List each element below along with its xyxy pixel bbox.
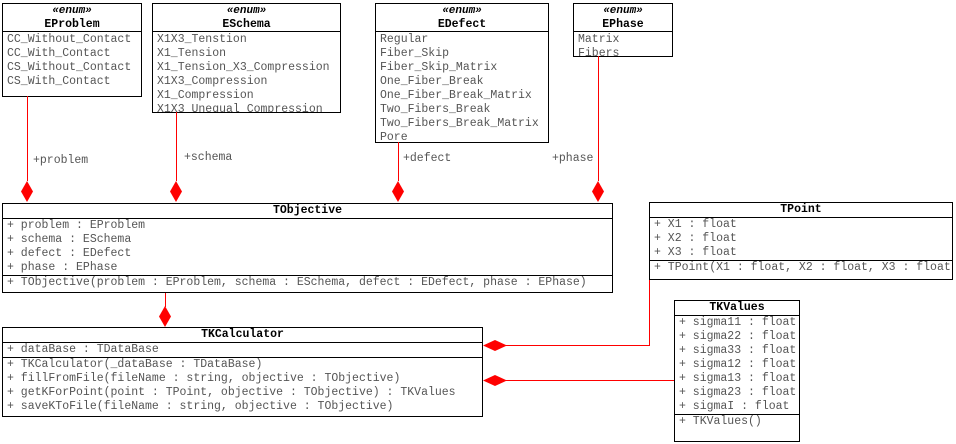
class-box-edefect[interactable]: «enum» EDefect Regular Fiber_Skip Fiber_… <box>375 3 549 143</box>
enum-literal: X1_Tension_X3_Compression <box>157 61 330 74</box>
connector-line-tkvalues-tkcalculator <box>506 380 674 381</box>
attribute-row: + sigma11 : float <box>679 316 797 329</box>
attributes-compartment: + sigma11 : float + sigma22 : float + si… <box>675 316 799 414</box>
attributes-compartment: Regular Fiber_Skip Fiber_Skip_Matrix One… <box>376 32 548 143</box>
enum-stereotype: «enum» <box>603 5 643 17</box>
attribute-row: + X2 : float <box>654 232 737 245</box>
attributes-compartment: Matrix Fibers <box>574 32 672 57</box>
enum-literal: One_Fiber_Break <box>380 75 484 88</box>
attributes-compartment: + problem : EProblem + schema : ESchema … <box>3 219 612 275</box>
method-row: + TObjective(problem : EProblem, schema … <box>7 276 587 289</box>
attribute-row: + sigma33 : float <box>679 344 797 357</box>
class-name: EPhase <box>602 18 644 31</box>
class-name: EDefect <box>437 18 487 31</box>
attribute-row: + dataBase : TDataBase <box>7 343 159 356</box>
class-box-ephase[interactable]: «enum» EPhase Matrix Fibers <box>573 3 673 57</box>
attribute-row: + X1 : float <box>654 218 737 231</box>
enum-literal: X1X3_Compression <box>157 75 268 88</box>
attribute-row: + X3 : float <box>654 246 737 259</box>
attributes-compartment: + X1 : float + X2 : float + X3 : float <box>650 218 952 260</box>
enum-literal: X1_Tension <box>157 47 227 60</box>
method-row: + saveKToFile(fileName : string, objecti… <box>7 400 394 413</box>
enum-literal: One_Fiber_Break_Matrix <box>380 89 532 102</box>
class-box-tkvalues[interactable]: TKValues + sigma11 : float + sigma22 : f… <box>674 300 800 442</box>
class-name: EProblem <box>44 18 100 31</box>
association-label-problem: +problem <box>33 154 89 167</box>
connector-line-edefect-tobjective <box>398 142 399 181</box>
attribute-row: + problem : EProblem <box>7 219 146 232</box>
composition-diamond-icon <box>483 340 507 351</box>
enum-literal: CS_Without_Contact <box>7 61 132 74</box>
enum-stereotype: «enum» <box>442 5 482 17</box>
class-box-tkcalculator[interactable]: TKCalculator + dataBase : TDataBase + TK… <box>2 327 483 417</box>
class-box-tobjective[interactable]: TObjective + problem : EProblem + schema… <box>2 203 613 293</box>
attribute-row: + sigma12 : float <box>679 358 797 371</box>
composition-diamond-icon <box>392 181 404 202</box>
connector-line-eschema-tobjective <box>176 112 177 181</box>
methods-compartment: + TPoint(X1 : float, X2 : float, X3 : fl… <box>650 260 952 275</box>
method-row: + fillFromFile(fileName : string, object… <box>7 372 401 385</box>
attribute-row: + sigma13 : float <box>679 372 797 385</box>
enum-literal: Fiber_Skip_Matrix <box>380 61 498 74</box>
enum-literal: Fiber_Skip <box>380 47 450 60</box>
connector-line-tpoint-tkcalculator <box>649 280 650 346</box>
composition-diamond-icon <box>592 181 604 202</box>
connector-line-ephase-tobjective <box>598 56 599 181</box>
class-header: «enum» EDefect <box>376 4 548 32</box>
enum-stereotype: «enum» <box>52 5 92 17</box>
enum-literal: Pore <box>380 131 408 143</box>
attribute-row: + defect : EDefect <box>7 247 132 260</box>
attributes-compartment: X1X3_Tenstion X1_Tension X1_Tension_X3_C… <box>153 32 340 113</box>
enum-literal: Regular <box>380 33 429 46</box>
class-header: «enum» EPhase <box>574 4 672 32</box>
class-name: TKValues <box>675 301 799 316</box>
attributes-compartment: CC_Without_Contact CC_With_Contact CS_Wi… <box>3 32 141 89</box>
class-header: «enum» EProblem <box>3 4 141 32</box>
method-row: + TKValues() <box>679 415 762 428</box>
enum-stereotype: «enum» <box>226 5 267 17</box>
attribute-row: + sigma23 : float <box>679 386 797 399</box>
method-row: + getKForPoint(point : TPoint, objective… <box>7 386 456 399</box>
methods-compartment: + TKValues() <box>675 414 799 429</box>
method-row: + TKCalculator(_dataBase : TDataBase) <box>7 358 263 371</box>
method-row: + TPoint(X1 : float, X2 : float, X3 : fl… <box>654 261 952 274</box>
composition-diamond-icon <box>159 306 171 327</box>
association-label-phase: +phase <box>552 152 594 165</box>
methods-compartment: + TKCalculator(_dataBase : TDataBase) + … <box>3 357 482 414</box>
attribute-row: + phase : EPhase <box>7 261 118 274</box>
class-header: «enum» ESchema <box>153 4 340 32</box>
attribute-row: + sigma22 : float <box>679 330 797 343</box>
class-name: TKCalculator <box>3 328 482 343</box>
composition-diamond-icon <box>483 375 507 386</box>
class-name: TPoint <box>650 203 952 218</box>
class-box-eproblem[interactable]: «enum» EProblem CC_Without_Contact CC_Wi… <box>2 3 142 97</box>
enum-literal: X1X3_Tenstion <box>157 33 247 46</box>
association-label-schema: +schema <box>184 151 233 164</box>
composition-diamond-icon <box>170 181 182 202</box>
enum-literal: Two_Fibers_Break_Matrix <box>380 117 539 130</box>
class-box-eschema[interactable]: «enum» ESchema X1X3_Tenstion X1_Tension … <box>152 3 341 113</box>
enum-literal: CS_With_Contact <box>7 75 111 88</box>
attribute-row: + schema : ESchema <box>7 233 132 246</box>
association-label-defect: +defect <box>403 152 452 165</box>
enum-literal: Two_Fibers_Break <box>380 103 491 116</box>
class-box-tpoint[interactable]: TPoint + X1 : float + X2 : float + X3 : … <box>649 202 953 280</box>
enum-literal: CC_With_Contact <box>7 47 111 60</box>
connector-line-tobjective-tkcalculator <box>165 293 166 307</box>
connector-line-eproblem-tobjective <box>27 96 28 181</box>
enum-literal: X1_Compression <box>157 89 254 102</box>
connector-line-tpoint-tkcalculator <box>506 345 650 346</box>
composition-diamond-icon <box>21 181 33 202</box>
enum-literal: Fibers <box>578 47 620 57</box>
attribute-row: + sigmaI : float <box>679 400 790 413</box>
class-name: TObjective <box>3 204 612 219</box>
class-name: ESchema <box>222 18 271 31</box>
attributes-compartment: + dataBase : TDataBase <box>3 343 482 357</box>
enum-literal: CC_Without_Contact <box>7 33 132 46</box>
enum-literal: X1X3_Unequal_Compression <box>157 103 323 113</box>
enum-literal: Matrix <box>578 33 620 46</box>
methods-compartment: + TObjective(problem : EProblem, schema … <box>3 275 612 290</box>
